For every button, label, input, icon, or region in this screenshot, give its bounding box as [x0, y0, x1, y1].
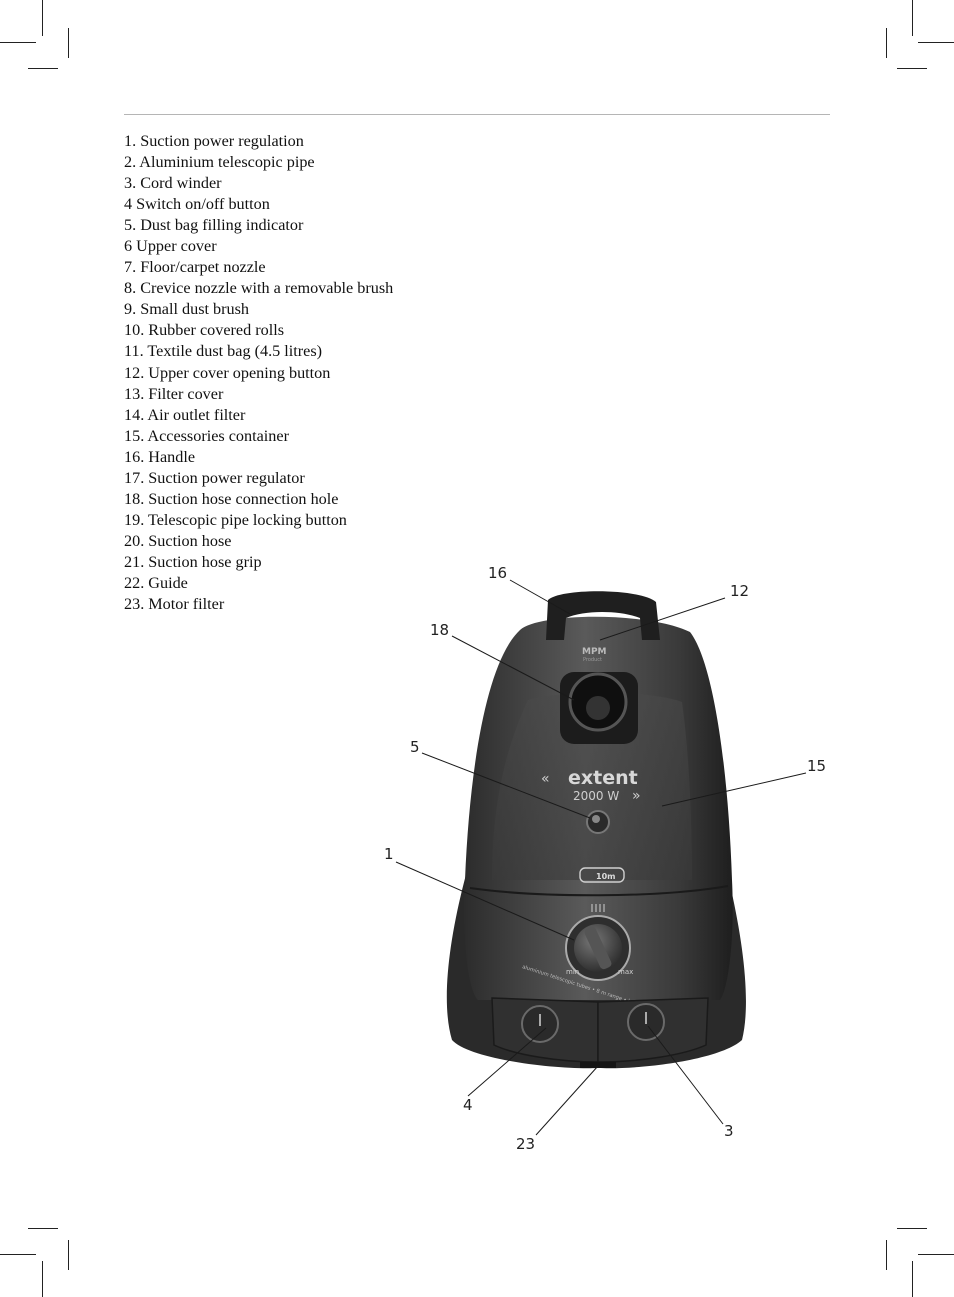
crop-mark — [68, 28, 69, 58]
parts-list-item: 10. Rubber covered rolls — [124, 321, 285, 340]
brand-logo-sub: Product — [583, 657, 602, 663]
parts-list-item: 22. Guide — [124, 573, 188, 592]
callout-3: 3 — [724, 1122, 734, 1140]
chevron-right-icon: » — [632, 788, 641, 804]
callout-4: 4 — [463, 1096, 473, 1114]
crop-mark — [897, 1228, 927, 1229]
dial-max-label: max — [618, 968, 633, 976]
crop-mark — [0, 1254, 36, 1255]
cord-length-badge — [579, 867, 625, 883]
parts-list-item: 6 Upper cover — [124, 237, 217, 256]
crop-mark — [42, 0, 43, 36]
power-label: 2000 W — [573, 789, 619, 803]
parts-list-item: 8. Crevice nozzle with a removable brush — [124, 279, 394, 298]
parts-list-item: 14. Air outlet filter — [124, 405, 246, 424]
brand-logo: MPM — [582, 647, 607, 657]
parts-list-item: 2. Aluminium telescopic pipe — [124, 153, 315, 172]
parts-list-item: 4 Switch on/off button — [124, 195, 270, 214]
callout-16: 16 — [488, 564, 507, 582]
parts-list-item: 23. Motor filter — [124, 595, 225, 614]
motor-filter — [580, 1062, 616, 1068]
chevron-left-icon: « — [541, 771, 550, 787]
cord-length-label: 10m — [596, 872, 615, 881]
crop-mark — [0, 42, 36, 43]
callout-23: 23 — [516, 1135, 535, 1153]
dial-min-label: min — [566, 968, 579, 976]
parts-list-item: 11. Textile dust bag (4.5 litres) — [124, 342, 323, 361]
callout-1: 1 — [384, 845, 394, 863]
crop-mark — [918, 1254, 954, 1255]
leader-lines — [395, 579, 807, 1136]
crop-mark — [918, 42, 954, 43]
crop-mark — [42, 1261, 43, 1297]
callout-18: 18 — [430, 621, 449, 639]
crop-mark — [912, 1261, 913, 1297]
parts-list-item: 15. Accessories container — [124, 426, 289, 445]
callout-5: 5 — [410, 738, 420, 756]
crop-mark — [28, 68, 58, 69]
parts-list-item: 18. Suction hose connection hole — [124, 489, 339, 508]
parts-list-item: 21. Suction hose grip — [124, 552, 262, 571]
parts-list-item: 19. Telescopic pipe locking button — [124, 510, 347, 529]
parts-list-item: 9. Small dust brush — [124, 300, 250, 319]
parts-list-item: 1. Suction power regulation — [124, 132, 304, 150]
parts-list-item: 5. Dust bag filling indicator — [124, 216, 304, 235]
model-logo: extent — [568, 767, 638, 789]
header-rule — [124, 114, 830, 115]
crop-mark — [68, 1240, 69, 1270]
crop-mark — [28, 1228, 58, 1229]
callout-12: 12 — [730, 582, 749, 600]
parts-list-item: 17. Suction power regulator — [124, 468, 305, 487]
parts-list-item: 7. Floor/carpet nozzle — [124, 258, 266, 277]
parts-list-item: 3. Cord winder — [124, 174, 222, 193]
parts-list: 1. Suction power regulation 2. Aluminium… — [124, 131, 393, 615]
parts-list-item: 20. Suction hose — [124, 531, 232, 550]
crop-mark — [897, 68, 927, 69]
parts-list-item: 12. Upper cover opening button — [124, 363, 331, 382]
crop-mark — [886, 1240, 887, 1270]
parts-list-item: 16. Handle — [124, 447, 196, 466]
crop-mark — [912, 0, 913, 36]
vacuum-cleaner: MPM Product extent « 2000 W » 10m min ma… — [435, 590, 775, 1090]
handle — [546, 591, 660, 640]
callout-15: 15 — [807, 757, 826, 775]
parts-list-item: 13. Filter cover — [124, 384, 224, 403]
crop-mark — [886, 28, 887, 58]
power-ticks — [591, 904, 605, 912]
